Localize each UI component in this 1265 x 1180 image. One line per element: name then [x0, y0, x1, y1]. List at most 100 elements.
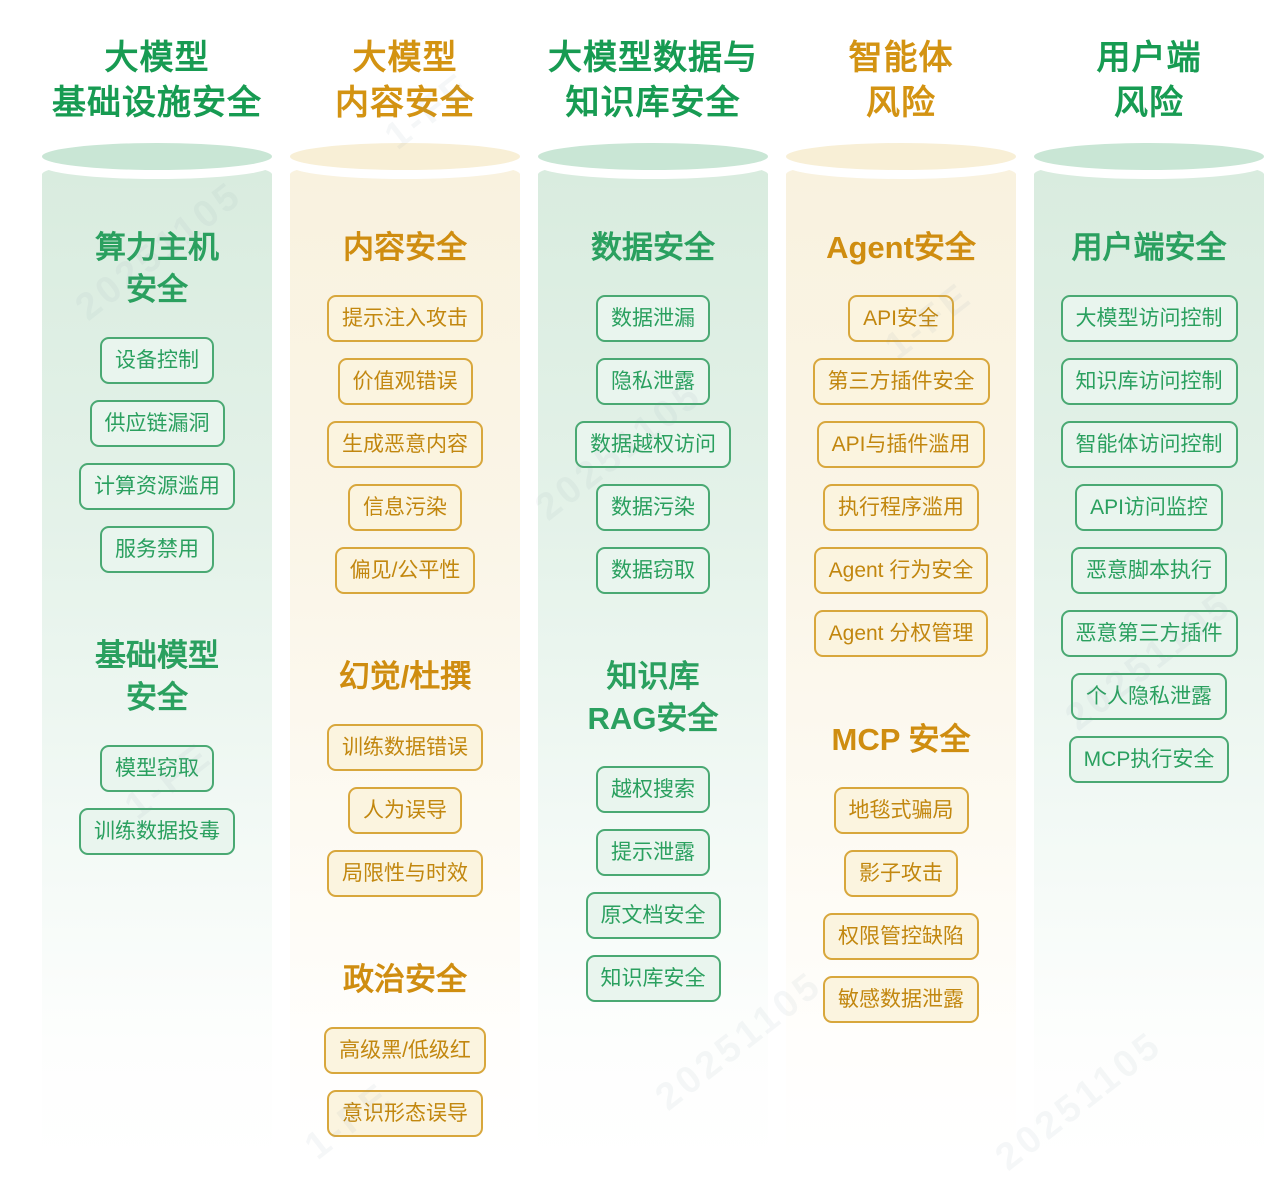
risk-tag: 大模型访问控制	[1060, 295, 1238, 342]
column-header-line: 风险	[866, 84, 936, 122]
risk-tag: 第三方插件安全	[812, 358, 990, 405]
risk-section: 数据安全数据泄漏隐私泄露数据越权访问数据污染数据窃取	[538, 227, 768, 594]
cylinder-cap	[1034, 143, 1264, 170]
column-header: 大模型内容安全	[290, 0, 520, 143]
column-header-line: 大模型	[352, 39, 458, 77]
cylinder-body: 内容安全提示注入攻击价值观错误生成恶意内容信息污染偏见/公平性幻觉/杜撰训练数据…	[290, 161, 520, 1162]
risk-tag: 训练数据错误	[327, 724, 483, 771]
column-header-line: 大模型	[104, 39, 210, 77]
risk-tag: API与插件滥用	[816, 421, 986, 468]
risk-tag: 服务禁用	[100, 526, 214, 573]
section-title: 算力主机安全	[42, 227, 272, 311]
column-header: 用户端风险	[1034, 0, 1264, 143]
section-title: 内容安全	[290, 227, 520, 269]
risk-tag: 意识形态误导	[327, 1090, 483, 1137]
section-title-line: 用户端安全	[1071, 230, 1227, 265]
risk-tag-list: 模型窃取训练数据投毒	[42, 745, 272, 855]
risk-tag: 价值观错误	[337, 358, 473, 405]
column-header: 智能体风险	[786, 0, 1016, 143]
risk-tag: 越权搜索	[596, 766, 710, 813]
risk-tag-list: 高级黑/低级红意识形态误导	[290, 1027, 520, 1137]
risk-tag: 权限管控缺陷	[823, 913, 979, 960]
section-title-line: 幻觉/杜撰	[338, 659, 472, 694]
cylinder: 内容安全提示注入攻击价值观错误生成恶意内容信息污染偏见/公平性幻觉/杜撰训练数据…	[290, 143, 520, 1162]
risk-tag: 恶意脚本执行	[1071, 547, 1227, 594]
risk-tag: 提示泄露	[596, 829, 710, 876]
risk-tag: 数据窃取	[596, 547, 710, 594]
section-title: 政治安全	[290, 959, 520, 1001]
section-title-line: Agent安全	[826, 230, 976, 265]
cylinder-cap	[290, 143, 520, 170]
risk-tag: 敏感数据泄露	[823, 976, 979, 1023]
risk-tag: 原文档安全	[585, 892, 721, 939]
risk-tag: 训练数据投毒	[79, 808, 235, 855]
section-title-line: 基础模型	[95, 638, 219, 673]
risk-tag: 知识库安全	[585, 955, 721, 1002]
cylinder-content: 算力主机安全设备控制供应链漏洞计算资源滥用服务禁用基础模型安全模型窃取训练数据投…	[42, 227, 272, 855]
risk-tag: 生成恶意内容	[327, 421, 483, 468]
risk-tag: 数据越权访问	[575, 421, 731, 468]
risk-tag: 知识库访问控制	[1060, 358, 1238, 405]
cylinder-body: 算力主机安全设备控制供应链漏洞计算资源滥用服务禁用基础模型安全模型窃取训练数据投…	[42, 161, 272, 1162]
risk-section: 内容安全提示注入攻击价值观错误生成恶意内容信息污染偏见/公平性	[290, 227, 520, 594]
section-title-line: 安全	[126, 680, 188, 715]
column-header-line: 内容安全	[335, 84, 475, 122]
section-title-line: MCP 安全	[831, 722, 971, 757]
risk-section: 幻觉/杜撰训练数据错误人为误导局限性与时效	[290, 656, 520, 897]
risk-section: 政治安全高级黑/低级红意识形态误导	[290, 959, 520, 1137]
risk-tag: 设备控制	[100, 337, 214, 384]
section-title: 基础模型安全	[42, 635, 272, 719]
cylinder-cap	[538, 143, 768, 170]
risk-tag: API安全	[848, 295, 954, 342]
section-title: 数据安全	[538, 227, 768, 269]
risk-section: MCP 安全地毯式骗局影子攻击权限管控缺陷敏感数据泄露	[786, 719, 1016, 1023]
section-title-line: 知识库	[606, 659, 700, 694]
risk-section: 基础模型安全模型窃取训练数据投毒	[42, 635, 272, 855]
risk-tag: 偏见/公平性	[334, 547, 476, 594]
section-title: 用户端安全	[1034, 227, 1264, 269]
risk-tag: 信息污染	[348, 484, 462, 531]
risk-tag-list: 提示注入攻击价值观错误生成恶意内容信息污染偏见/公平性	[290, 295, 520, 594]
risk-tag: Agent 分权管理	[813, 610, 989, 657]
pillar-column-llm-content-security: 大模型内容安全 内容安全提示注入攻击价值观错误生成恶意内容信息污染偏见/公平性幻…	[290, 0, 520, 1162]
risk-tag-list: 设备控制供应链漏洞计算资源滥用服务禁用	[42, 337, 272, 573]
cylinder: 算力主机安全设备控制供应链漏洞计算资源滥用服务禁用基础模型安全模型窃取训练数据投…	[42, 143, 272, 1162]
section-title: MCP 安全	[786, 719, 1016, 761]
risk-tag: 恶意第三方插件	[1060, 610, 1238, 657]
pillar-column-llm-infrastructure-security: 大模型基础设施安全 算力主机安全设备控制供应链漏洞计算资源滥用服务禁用基础模型安…	[42, 0, 272, 1162]
risk-tag: MCP执行安全	[1068, 736, 1230, 783]
pillar-columns: 大模型基础设施安全 算力主机安全设备控制供应链漏洞计算资源滥用服务禁用基础模型安…	[42, 0, 1264, 1162]
column-header-line: 智能体	[848, 39, 954, 77]
risk-tag: 局限性与时效	[327, 850, 483, 897]
risk-tag: 个人隐私泄露	[1071, 673, 1227, 720]
risk-tag: 地毯式骗局	[833, 787, 969, 834]
section-title-line: 数据安全	[591, 230, 715, 265]
pillar-column-llm-data-knowledge-base-security: 大模型数据与知识库安全 数据安全数据泄漏隐私泄露数据越权访问数据污染数据窃取知识…	[538, 0, 768, 1162]
risk-tag: 供应链漏洞	[89, 400, 225, 447]
risk-tag: 人为误导	[348, 787, 462, 834]
section-title-line: 安全	[126, 272, 188, 307]
column-header: 大模型基础设施安全	[42, 0, 272, 143]
section-title-line: 算力主机	[95, 230, 219, 265]
risk-section: 算力主机安全设备控制供应链漏洞计算资源滥用服务禁用	[42, 227, 272, 573]
risk-tag: 模型窃取	[100, 745, 214, 792]
risk-tag: API访问监控	[1075, 484, 1223, 531]
risk-tag: 隐私泄露	[596, 358, 710, 405]
column-header-line: 基础设施安全	[52, 84, 262, 122]
